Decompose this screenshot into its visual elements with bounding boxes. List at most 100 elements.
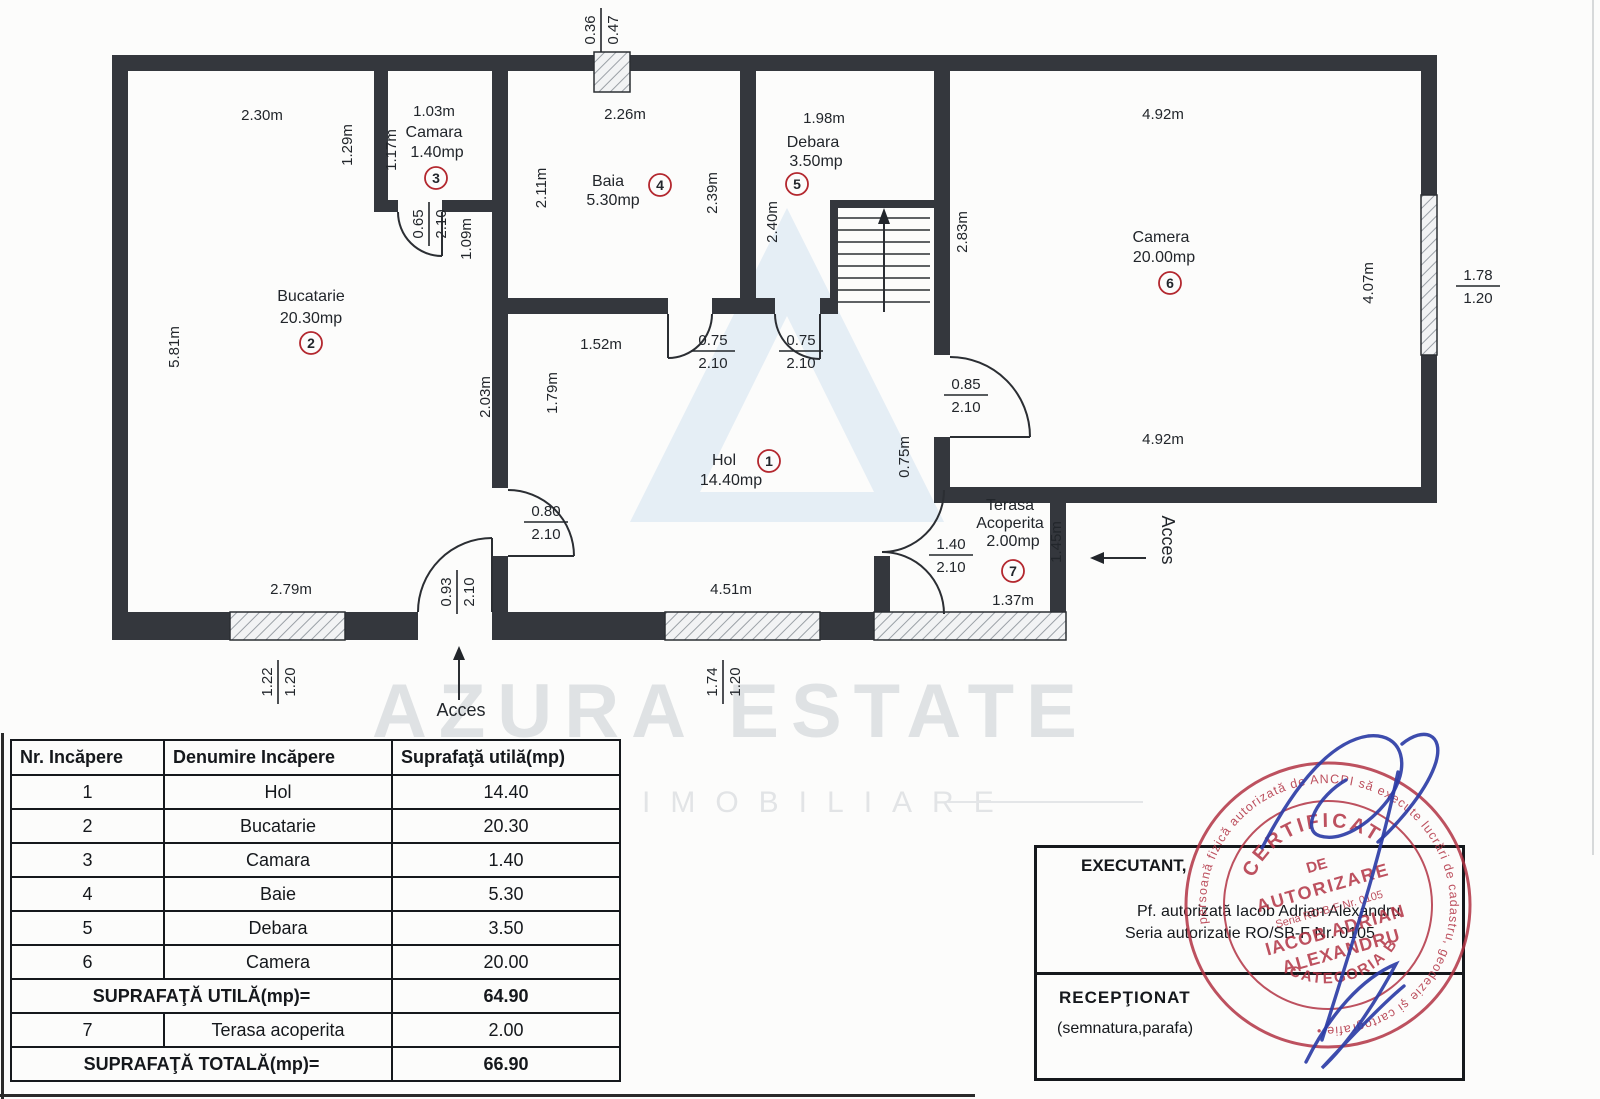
subtotal-label: SUPRAFAŢĂ UTILĂ(mp)=	[10, 978, 393, 1014]
walls	[112, 55, 1437, 640]
cell-nr: 6	[10, 944, 165, 980]
window-size-left: 1.22 1.20	[259, 660, 299, 704]
cell-area: 3.50	[391, 910, 621, 946]
access-label-bottom: Acces	[436, 700, 485, 720]
dim-baia-left: 2.11m	[533, 168, 550, 209]
door-size-debara: 0.75 2.10	[779, 332, 823, 372]
room-area: 20.30mp	[280, 310, 342, 327]
room-number: 3	[432, 170, 440, 186]
stairs-up-arrow	[878, 208, 890, 224]
dim-buc-right: 2.03m	[477, 376, 494, 418]
col-header-area: Suprafaţă utilă(mp)	[391, 739, 621, 776]
dim-baia-top: 2.26m	[604, 106, 646, 123]
chimney-width: 0.36	[582, 15, 599, 44]
signature-hint-label: (semnatura,parafa)	[1057, 1020, 1194, 1037]
window-width: 1.74	[704, 667, 721, 696]
table-row: 1 Hol 14.40	[10, 774, 621, 810]
dim-hol-top: 1.52m	[580, 336, 622, 353]
door-width: 0.65	[410, 209, 427, 238]
dim-terasa-bottom: 1.37m	[992, 592, 1034, 609]
subtotal-value: 64.90	[391, 978, 621, 1014]
scan-edge-right	[1592, 0, 1594, 855]
table-row: 6 Camera 20.00	[10, 944, 621, 980]
table-row: 2 Bucatarie 20.30	[10, 808, 621, 844]
table-header-row: Nr. Incăpere Denumire Incăpere Suprafaţă…	[10, 739, 621, 776]
cell-area: 2.00	[391, 1012, 621, 1048]
door-size-entry: 0.93 2.10	[438, 570, 478, 614]
staircase	[838, 208, 930, 312]
cell-area: 5.30	[391, 876, 621, 912]
room-area: 5.30mp	[586, 192, 639, 209]
table-row: 5 Debara 3.50	[10, 910, 621, 946]
room-area: 20.00mp	[1133, 249, 1195, 266]
doors	[397, 211, 1031, 615]
door-height: 2.10	[461, 577, 478, 606]
dim-buc-bottom: 2.79m	[270, 581, 312, 598]
cell-name: Bucatarie	[163, 808, 393, 844]
door-height: 2.10	[786, 355, 815, 372]
room-number: 4	[656, 177, 664, 193]
cell-nr: 3	[10, 842, 165, 878]
room-name: Debara	[787, 134, 840, 151]
dim-camera-bottom: 4.92m	[1142, 431, 1184, 448]
total-value: 66.90	[391, 1046, 621, 1082]
door-width: 0.85	[951, 376, 980, 393]
room-number: 1	[765, 453, 773, 469]
door-height: 2.10	[936, 559, 965, 576]
room-name: Terasa	[986, 497, 1034, 514]
room-bucatarie: Bucatarie 20.30mp 2	[277, 288, 345, 355]
dim-stairs-side: 2.83m	[954, 211, 971, 253]
dim-baia-right: 2.39m	[704, 172, 721, 214]
room-name: Bucatarie	[277, 288, 345, 305]
dim-camera-top: 4.92m	[1142, 106, 1184, 123]
window-right	[1420, 194, 1438, 356]
cell-nr: 2	[10, 808, 165, 844]
room-number: 2	[307, 335, 315, 351]
windows	[229, 51, 1438, 641]
room-name: Camara	[406, 124, 463, 141]
room-baia: Baia 5.30mp 4	[586, 173, 672, 209]
room-name: Hol	[712, 452, 736, 469]
door-height: 2.10	[531, 526, 560, 543]
cell-nr: 4	[10, 876, 165, 912]
cell-name: Camera	[163, 944, 393, 980]
window-width: 1.78	[1463, 267, 1492, 284]
cell-area: 20.30	[391, 808, 621, 844]
room-camara: 1.03m Camara 1.40mp 3	[406, 103, 464, 190]
dim-buc-top: 2.30m	[241, 107, 283, 124]
table-row: 4 Baie 5.30	[10, 876, 621, 912]
dim-camara-top: 1.03m	[413, 103, 455, 120]
door-width: 0.93	[438, 577, 455, 606]
dim-hol-bottom: 4.51m	[710, 581, 752, 598]
receptionat-label: RECEPŢIONAT	[1059, 988, 1191, 1007]
cell-name: Terasa acoperita	[163, 1012, 393, 1048]
room-hol: Hol 14.40mp 1	[700, 449, 781, 489]
access-arrow-bottom	[453, 646, 465, 700]
room-name: Camera	[1133, 229, 1190, 246]
dim-debara-top: 1.98m	[803, 110, 845, 127]
door-width: 0.80	[531, 503, 560, 520]
col-header-name: Denumire Incăpere	[163, 739, 393, 776]
door-width: 1.40	[936, 536, 965, 553]
dim-buc-left: 5.81m	[166, 326, 183, 368]
room-debara: Debara 3.50mp 5	[785, 134, 843, 196]
executant-divider	[1036, 972, 1463, 975]
window-height: 1.20	[282, 667, 299, 696]
scan-edge-bottom	[0, 1094, 975, 1097]
room-area: 14.40mp	[700, 472, 762, 489]
executant-box: EXECUTANT, Pf. autorizată Iacob Adrian A…	[1034, 845, 1465, 1081]
dim-camera-right: 4.07m	[1360, 262, 1377, 304]
terrace-edge	[873, 611, 1067, 641]
door-height: 2.10	[698, 355, 727, 372]
window-bottom-middle	[664, 611, 821, 641]
cell-name: Hol	[163, 774, 393, 810]
table-row: 3 Camara 1.40	[10, 842, 621, 878]
door-size-camara: 0.65 2.10	[410, 202, 450, 246]
room-area: 2.00mp	[986, 533, 1039, 550]
total-label: SUPRAFAŢĂ TOTALĂ(mp)=	[10, 1046, 393, 1082]
window-width: 1.22	[259, 667, 276, 696]
watermark-subtitle-text: IMOBILIARE	[642, 786, 1014, 819]
door-size-bucatarie: 0.80 2.10	[524, 503, 568, 543]
executant-name-line: Pf. autorizată Iacob Adrian Alexandru	[1137, 903, 1401, 920]
cell-area: 14.40	[391, 774, 621, 810]
